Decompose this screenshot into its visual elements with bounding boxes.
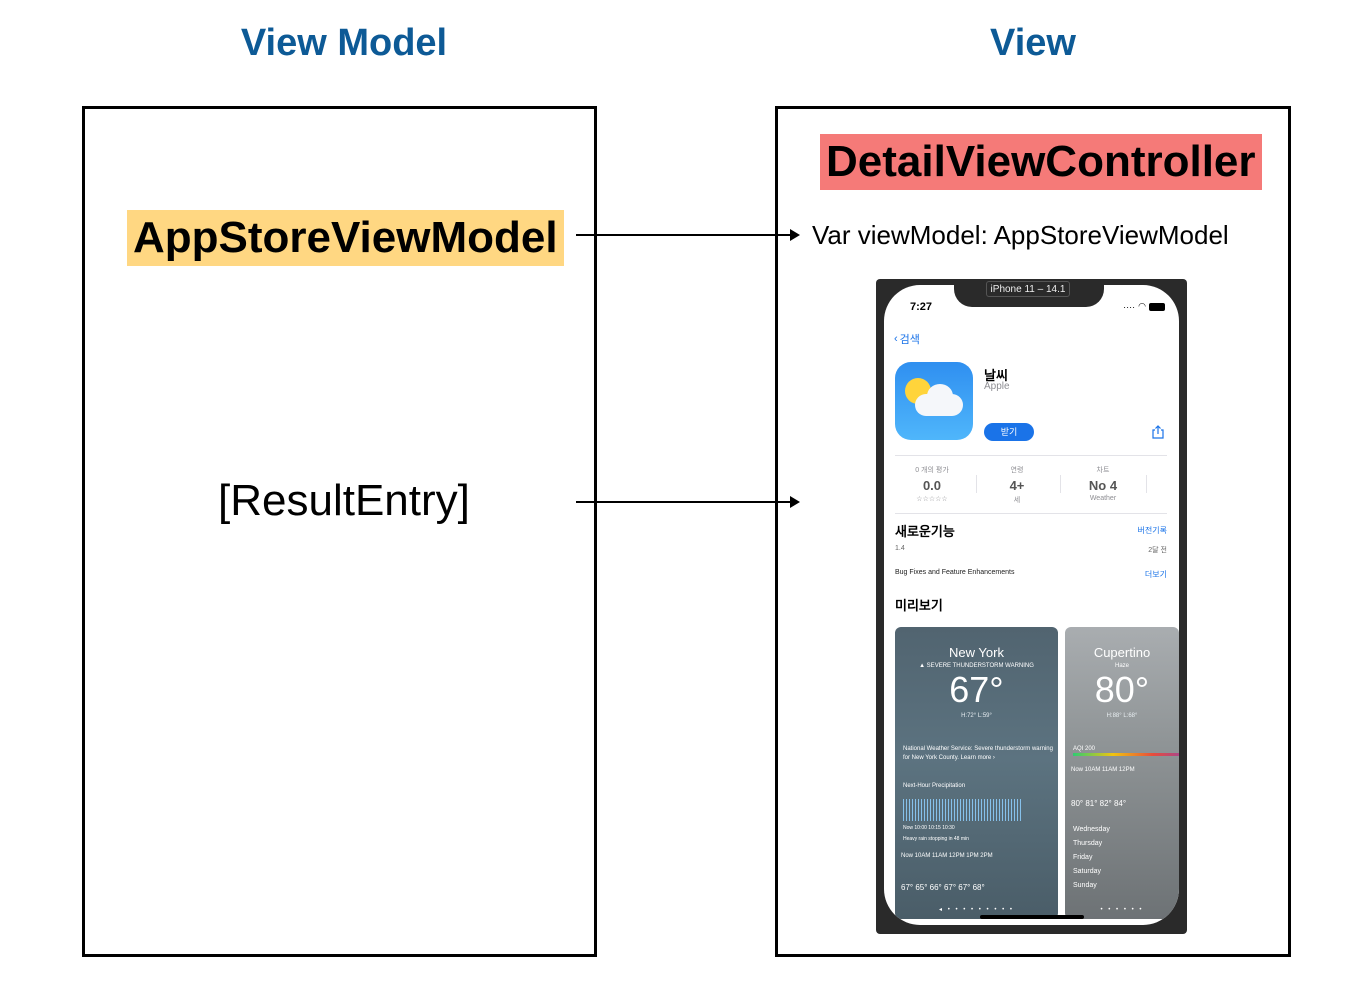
app-developer: Apple	[984, 381, 1010, 392]
device-label: iPhone 11 – 14.1	[986, 281, 1070, 297]
wifi-icon: ◠	[1138, 301, 1146, 311]
release-time: 2달 전	[1148, 547, 1167, 554]
precip-bars	[903, 799, 1023, 821]
stat-separator	[1060, 475, 1061, 493]
hourly-labels: Now 10AM 11AM 12PM	[1071, 767, 1135, 773]
whats-new-title: 새로운기능	[895, 524, 955, 539]
signal-icon: ····	[1123, 301, 1136, 312]
result-entry-label: [ResultEntry]	[218, 476, 470, 525]
condition-text: Haze	[1114, 663, 1129, 669]
preview-screenshot-new-york[interactable]: New York ▲ SEVERE THUNDERSTORM WARNING 6…	[895, 627, 1058, 919]
result-entry-to-screen-arrow	[576, 496, 800, 508]
home-indicator	[980, 915, 1084, 919]
view-model-var-declaration: Var viewModel: AppStoreViewModel	[812, 220, 1229, 250]
high-low: H:72° L:59°	[961, 713, 992, 719]
cloud-base-icon	[915, 394, 963, 416]
stat-value: 4+	[1009, 478, 1025, 493]
view-model-heading: View Model	[240, 22, 448, 64]
preview-title: 미리보기	[895, 598, 943, 613]
status-icons: ···· ◠	[1123, 301, 1165, 312]
status-time: 7:27	[910, 301, 933, 313]
precip-axis: Now 10:00 10:15 10:30	[903, 825, 955, 831]
share-icon[interactable]	[1151, 425, 1165, 439]
get-button[interactable]: 받기	[984, 423, 1034, 441]
view-heading: View	[990, 22, 1076, 64]
stat-separator	[1146, 475, 1147, 493]
more-link[interactable]: 더보기	[1144, 570, 1167, 579]
view-model-class-label: AppStoreViewModel	[127, 210, 564, 266]
city-name: Cupertino	[1093, 645, 1151, 660]
divider	[895, 455, 1167, 456]
view-controller-class-label: DetailViewController	[820, 134, 1262, 190]
aqi-label: AQI 200	[1073, 746, 1096, 752]
high-low: H:88° L:68°	[1106, 713, 1138, 719]
city-name: New York	[949, 645, 1004, 660]
stat-sub: 세	[1013, 497, 1021, 504]
version-history-link[interactable]: 버전기록	[1137, 526, 1167, 535]
weather-alert: National Weather Service: Severe thunder…	[903, 746, 1053, 761]
precip-note: Heavy rain stopping in 48 min	[903, 836, 969, 842]
day-label: Saturday	[1073, 868, 1102, 875]
page-dots: • • • • • •	[1100, 907, 1144, 913]
aqi-bar	[1073, 753, 1179, 756]
hourly-temps: 80° 81° 82° 84°	[1071, 799, 1127, 808]
stat-caption: 0 개의 평가	[915, 467, 949, 474]
back-label: 검색	[899, 334, 920, 346]
stat-caption: 연령	[1010, 467, 1024, 474]
day-label: Friday	[1073, 854, 1093, 861]
day-label: Wednesday	[1073, 826, 1110, 833]
age-stat: 연령 4+ 세	[977, 465, 1057, 505]
viewmodel-to-var-arrow	[576, 229, 800, 241]
hourly-temps: 67° 65° 66° 67° 67° 68°	[901, 883, 985, 892]
temperature: 67°	[949, 669, 1004, 710]
rating-stars: ☆☆☆☆☆	[916, 496, 948, 503]
battery-icon	[1149, 302, 1165, 311]
chart-stat: 차트 No 4 Weather	[1063, 465, 1143, 502]
warning-text: ▲ SEVERE THUNDERSTORM WARNING	[919, 663, 1034, 669]
divider	[895, 513, 1167, 514]
app-name: 날씨	[984, 368, 1008, 383]
daily-forecast: Wednesday Thursday Friday Saturday Sunda…	[1073, 823, 1110, 893]
day-label: Sunday	[1073, 882, 1097, 889]
rating-stat: 0 개의 평가 0.0 ☆☆☆☆☆	[892, 465, 972, 503]
preview-screenshot-cupertino[interactable]: Cupertino Haze 80° H:88° L:68° AQI 200 N…	[1065, 627, 1179, 919]
precip-title: Next-Hour Precipitation	[903, 783, 966, 789]
phone-screen: 7:27 ···· ◠ ‹ 검색 날씨 Apple 받기 0 개의 평가 0.0…	[884, 285, 1179, 925]
stat-separator	[976, 475, 977, 493]
day-label: Thursday	[1073, 840, 1103, 847]
stat-sub: Weather	[1089, 495, 1117, 502]
chevron-left-icon: ‹	[894, 333, 898, 345]
page-dots: ◂ • • • • • • • • •	[939, 907, 1014, 913]
temperature: 80°	[1094, 669, 1150, 710]
stat-caption: 차트	[1096, 467, 1110, 474]
release-notes: Bug Fixes and Feature Enhancements	[895, 569, 1015, 576]
stat-value: No 4	[1088, 478, 1118, 493]
version-number: 1.4	[895, 545, 905, 552]
stat-value: 0.0	[922, 478, 942, 493]
phone-screenshot: 7:27 ···· ◠ ‹ 검색 날씨 Apple 받기 0 개의 평가 0.0…	[876, 279, 1187, 934]
back-button[interactable]: ‹ 검색	[894, 331, 920, 347]
weather-app-icon	[895, 362, 973, 440]
hourly-labels: Now 10AM 11AM 12PM 1PM 2PM	[901, 853, 993, 859]
